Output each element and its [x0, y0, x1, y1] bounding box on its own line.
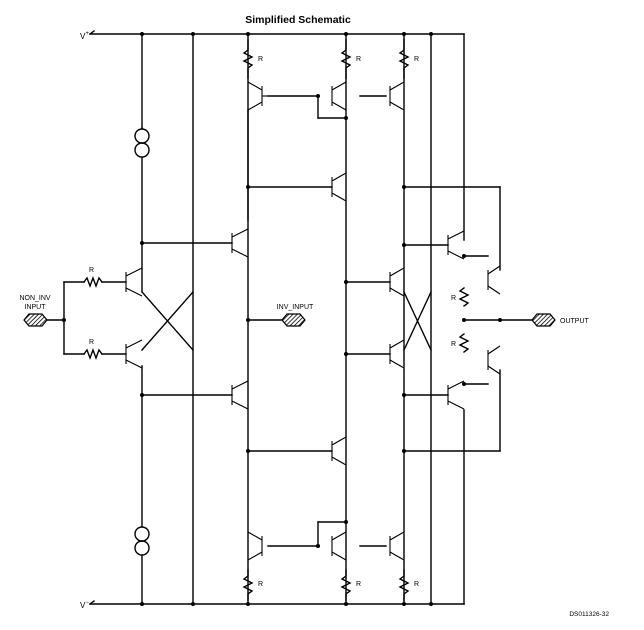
resistor	[398, 39, 410, 79]
svg-text:R: R	[258, 56, 263, 63]
transistor	[389, 531, 405, 561]
transistor	[331, 531, 347, 561]
transistor	[389, 339, 405, 369]
transistor	[231, 228, 249, 258]
svg-text:R: R	[356, 581, 361, 588]
vertical-wires	[141, 33, 465, 605]
transistor	[125, 267, 143, 297]
transistor	[247, 531, 263, 561]
transistor	[389, 267, 405, 297]
cross-wires	[141, 291, 432, 351]
transistor	[447, 380, 465, 410]
resistor	[458, 287, 470, 307]
current-source	[134, 526, 150, 556]
non-inv-input-label-2: INPUT	[25, 304, 47, 311]
resistor	[83, 348, 103, 360]
svg-text:R: R	[451, 341, 456, 348]
svg-text:R: R	[414, 56, 419, 63]
resistor	[340, 39, 352, 79]
transistor	[389, 81, 405, 111]
svg-text:R: R	[258, 581, 263, 588]
transistor	[331, 172, 347, 202]
junction-dots	[62, 32, 502, 606]
positive-rail-label: V+	[80, 31, 89, 41]
resistor	[242, 569, 254, 601]
transistor	[331, 436, 347, 466]
svg-text:R: R	[89, 267, 94, 274]
transistor	[247, 81, 268, 111]
negative-rail-label: V−	[80, 600, 89, 610]
transistor	[125, 339, 143, 369]
resistors	[83, 39, 470, 601]
svg-text:R: R	[414, 581, 419, 588]
transistor	[231, 380, 249, 410]
output-label: OUTPUT	[560, 318, 590, 325]
svg-text:R: R	[89, 339, 94, 346]
transistor	[447, 230, 465, 260]
transistor	[331, 81, 347, 111]
resistor	[242, 39, 254, 79]
transistor	[487, 265, 501, 295]
svg-text:R: R	[356, 56, 361, 63]
output-terminal[interactable]	[531, 313, 556, 327]
transistors	[125, 81, 501, 561]
drawing-code: DS011326-32	[569, 611, 609, 618]
current-source	[134, 127, 150, 158]
rails	[89, 30, 465, 605]
non-inv-input-label: NON_INV	[19, 295, 50, 302]
resistor	[458, 333, 470, 353]
resistor	[398, 569, 410, 601]
svg-text:R: R	[451, 295, 456, 302]
inv-input-label: INV_INPUT	[277, 304, 314, 311]
resistor	[340, 569, 352, 601]
resistor-labels: R R R R R R R R R R	[89, 56, 456, 588]
inv-input-terminal[interactable]	[281, 313, 306, 327]
transistor	[487, 345, 501, 375]
diagram-title: Simplified Schematic	[245, 14, 351, 26]
resistor	[83, 276, 103, 288]
non-inv-input-terminal[interactable]	[23, 313, 48, 327]
horizontal-wires	[41, 95, 533, 547]
